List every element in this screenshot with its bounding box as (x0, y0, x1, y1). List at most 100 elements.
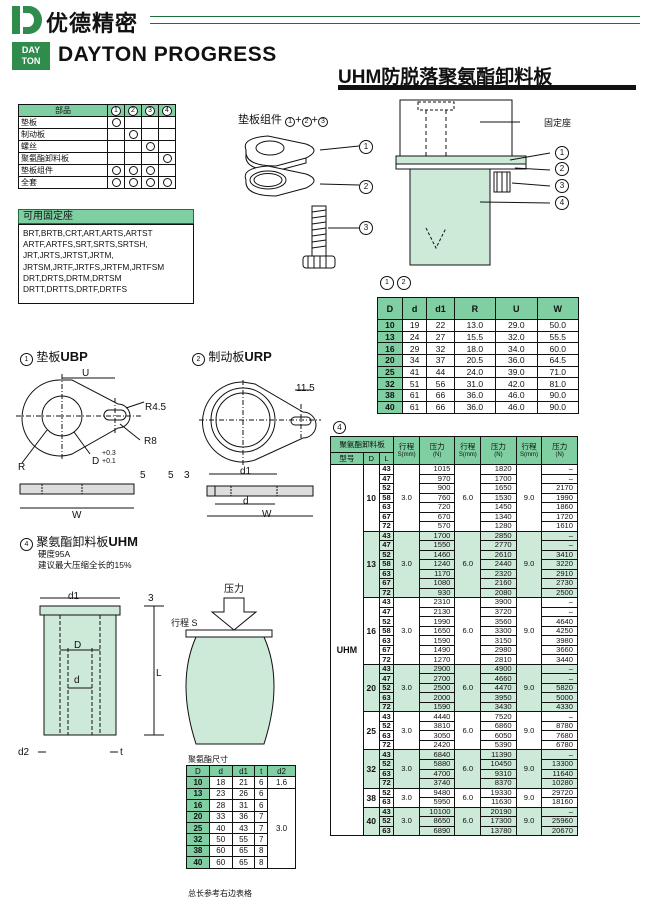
ure-cell: 32 (186, 833, 210, 846)
uhm-three: 3 (148, 593, 154, 604)
spec-force3: 3980 (541, 635, 578, 646)
spec-force1: 570 (418, 521, 456, 532)
parts-mark-cell (158, 164, 176, 177)
ure-cell: 10 (186, 776, 210, 789)
dim-cell: 29 (401, 342, 428, 356)
spec-force3: – (541, 473, 578, 485)
dim-cell: 25 (377, 365, 403, 379)
spec-L: 43 (378, 711, 395, 722)
dim-header: U (495, 297, 538, 320)
dim-cell: 36.0 (495, 354, 538, 367)
spec-stroke3: 9.0 (515, 711, 543, 751)
dim-header: R (453, 297, 497, 320)
spec-force2: 1450 (480, 502, 517, 513)
title-underline (338, 85, 636, 90)
spec-L: 63 (378, 797, 395, 808)
spec-force3: 29720 (541, 787, 578, 799)
spec-force2: 11630 (480, 797, 517, 808)
dim-cell: 46.0 (495, 389, 538, 402)
parts-name: 螺丝 (18, 140, 108, 153)
spec-force3: 3660 (541, 644, 578, 656)
spec-force2: 1340 (480, 511, 517, 523)
spec-h-D: D (362, 452, 380, 465)
ubp-R: R (18, 462, 26, 473)
spec-h-L: L (378, 452, 395, 465)
spec-D: 16 (362, 597, 380, 665)
spec-force3: – (541, 540, 578, 551)
dim-cell: 39.0 (495, 365, 538, 379)
spec-force3: 1990 (541, 492, 578, 504)
spec-force2: 20190 (480, 806, 517, 818)
spec-force1: 670 (418, 511, 456, 523)
spec-h-force1: 压力(N) (418, 436, 456, 465)
spec-L: 63 (378, 568, 395, 580)
parts-row: 垫板组件 (18, 164, 176, 177)
logo-icon (12, 6, 42, 34)
spec-force3: 20670 (541, 825, 578, 837)
spec-stroke3: 9.0 (515, 464, 543, 532)
dim-cell: 32 (426, 342, 455, 356)
dim-cell: 71.0 (536, 365, 579, 379)
spec-L: 72 (378, 701, 395, 713)
ure-cell: 16 (186, 799, 210, 812)
ure-cell: 60 (208, 856, 233, 869)
spec-force3: – (541, 464, 578, 475)
spec-stroke2: 6.0 (454, 749, 482, 789)
spec-force1: 1170 (418, 568, 456, 580)
dim-cell: 20 (377, 354, 403, 367)
spec-force2: 6050 (480, 730, 517, 741)
mount-assembly-drawing (395, 99, 551, 266)
spec-force3: – (541, 663, 578, 675)
spec-force3: – (541, 606, 578, 618)
spec-stroke1: 3.0 (393, 749, 420, 789)
parts-row: 全套 (18, 176, 176, 189)
spec-force3: 3440 (541, 654, 578, 665)
spec-stroke2: 6.0 (454, 787, 482, 808)
spec-force3: 8780 (541, 720, 578, 732)
spec-stroke2: 6.0 (454, 597, 482, 665)
dim-cell: 56 (426, 377, 455, 391)
parts-mark-cell (107, 176, 125, 189)
ubp-thickness: 5 (140, 470, 146, 481)
spec-D: 32 (362, 749, 380, 789)
spec-L: 58 (378, 625, 395, 637)
spec-force2: 1530 (480, 492, 517, 504)
spec-force1: 8650 (418, 816, 456, 827)
dim-cell: 19 (401, 319, 428, 332)
dim-cell: 24.0 (453, 365, 497, 379)
dim-cell: 44 (426, 365, 455, 379)
spec-force2: 4660 (480, 673, 517, 684)
spec-force2: 1700 (480, 473, 517, 485)
circle-mark-icon (145, 142, 155, 152)
ure-cell: 55 (231, 833, 256, 846)
spec-force3: 2910 (541, 568, 578, 580)
spec-force1: 1015 (418, 464, 456, 475)
circle-mark-icon (111, 178, 121, 188)
spec-force2: 2160 (480, 578, 517, 589)
spec-force3: – (541, 530, 578, 542)
spec-L: 72 (378, 521, 395, 532)
parts-mark-cell (141, 176, 159, 189)
spec-force3: – (541, 597, 578, 608)
ure-header: t (254, 764, 269, 778)
spec-stroke1: 3.0 (393, 597, 420, 665)
urp-heading: 2 制动板URP (192, 348, 272, 366)
mount-line: DRT,DRTS,DRTM,DRTSM (23, 272, 122, 283)
spec-L: 63 (378, 502, 395, 513)
ubp-heading: 1 垫板UBP (20, 348, 88, 366)
